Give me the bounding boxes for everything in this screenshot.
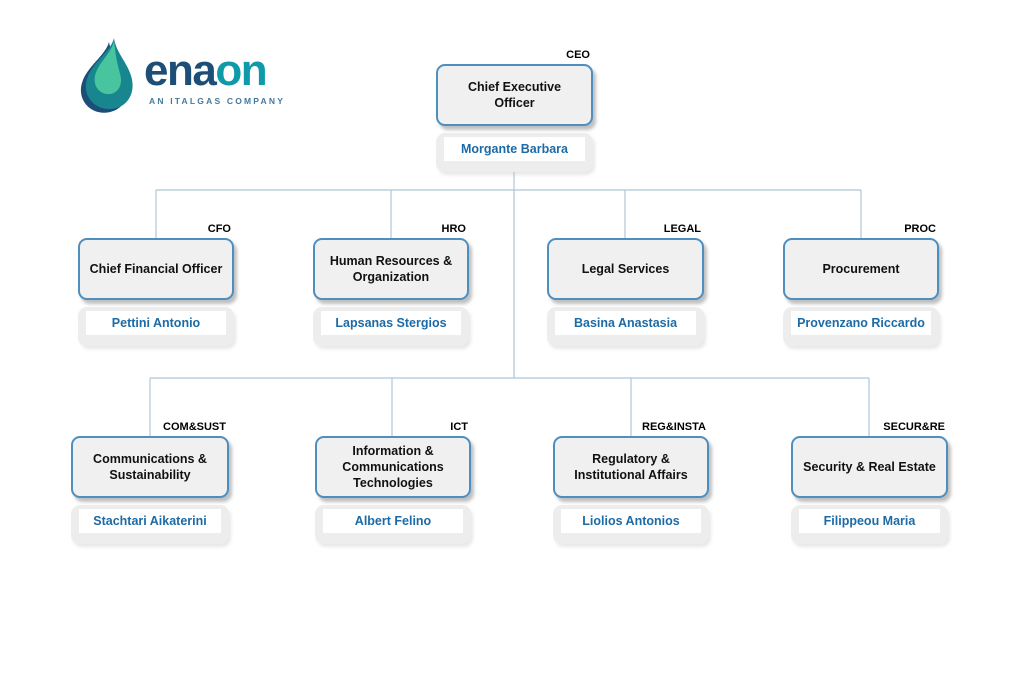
unit-code-label: LEGAL: [663, 223, 701, 235]
unit-title: Information & Communications Technologie…: [342, 443, 444, 491]
unit-name: Albert Felino: [323, 509, 463, 533]
unit-code-label: CFO: [207, 223, 231, 235]
org-unit-communications-sustainability: COM&SUST Communications & Sustainability…: [71, 420, 229, 544]
unit-title-box: Legal Services: [547, 238, 704, 300]
unit-title: Security & Real Estate: [803, 459, 936, 474]
unit-name: Stachtari Aikaterini: [79, 509, 221, 533]
org-unit-legal: LEGAL Legal Services Basina Anastasia: [547, 222, 704, 346]
unit-name-plate: Albert Felino: [315, 505, 471, 544]
unit-title-box: Chief Financial Officer: [78, 238, 234, 300]
unit-name: Morgante Barbara: [444, 137, 585, 161]
unit-name-plate: Liolios Antonios: [553, 505, 709, 544]
org-unit-hro: HRO Human Resources & Organization Lapsa…: [313, 222, 469, 346]
unit-code-label: HRO: [441, 223, 466, 235]
unit-title: Communications & Sustainability: [93, 451, 207, 482]
brand-tagline: AN ITALGAS COMPANY: [149, 96, 286, 106]
org-unit-proc: PROC Procurement Provenzano Riccardo: [783, 222, 939, 346]
unit-title: Chief Financial Officer: [89, 261, 223, 276]
unit-title-box: Human Resources & Organization: [313, 238, 469, 300]
org-unit-regulatory-institutional-affairs: REG&INSTA Regulatory & Institutional Aff…: [553, 420, 709, 544]
unit-name-plate: Filippeou Maria: [791, 505, 948, 544]
unit-title-box: Procurement: [783, 238, 939, 300]
unit-title-box: Chief Executive Officer: [436, 64, 593, 126]
unit-name: Provenzano Riccardo: [791, 311, 931, 335]
unit-name: Pettini Antonio: [86, 311, 226, 335]
brand-wordmark-secondary: on: [215, 46, 267, 95]
unit-code-label: ICT: [450, 421, 468, 433]
unit-code-label: SECUR&RE: [883, 421, 945, 433]
unit-name-plate: Lapsanas Stergios: [313, 307, 469, 346]
unit-title-box: Security & Real Estate: [791, 436, 948, 498]
unit-name-plate: Morgante Barbara: [436, 133, 593, 172]
unit-name-plate: Provenzano Riccardo: [783, 307, 939, 346]
unit-title-box: Communications & Sustainability: [71, 436, 229, 498]
brand-wordmark: enaon: [144, 49, 285, 93]
org-unit-ict: ICT Information & Communications Technol…: [315, 420, 471, 544]
unit-code-label: CEO: [566, 49, 590, 61]
unit-title: Human Resources & Organization: [329, 253, 453, 284]
flame-drop-icon: [80, 38, 133, 113]
unit-title-box: Information & Communications Technologie…: [315, 436, 471, 498]
unit-title: Regulatory & Institutional Affairs: [574, 451, 688, 482]
unit-title: Legal Services: [581, 261, 670, 276]
unit-name: Liolios Antonios: [561, 509, 701, 533]
unit-name: Filippeou Maria: [799, 509, 940, 533]
org-unit-cfo: CFO Chief Financial Officer Pettini Anto…: [78, 222, 234, 346]
unit-name-plate: Basina Anastasia: [547, 307, 704, 346]
unit-name: Lapsanas Stergios: [321, 311, 461, 335]
unit-name-plate: Pettini Antonio: [78, 307, 234, 346]
unit-code-label: REG&INSTA: [642, 421, 706, 433]
unit-name: Basina Anastasia: [555, 311, 696, 335]
brand-wordmark-primary: ena: [144, 46, 217, 95]
org-unit-security-real-estate: SECUR&RE Security & Real Estate Filippeo…: [791, 420, 948, 544]
unit-title: Procurement: [822, 261, 900, 276]
unit-code-label: PROC: [904, 223, 936, 235]
unit-code-label: COM&SUST: [163, 421, 226, 433]
org-unit-ceo: CEO Chief Executive Officer Morgante Bar…: [436, 48, 593, 172]
brand-text: enaon AN ITALGAS COMPANY: [144, 49, 286, 107]
unit-name-plate: Stachtari Aikaterini: [71, 505, 229, 544]
brand-logo: enaon AN ITALGAS COMPANY: [78, 33, 285, 118]
unit-title-box: Regulatory & Institutional Affairs: [553, 436, 709, 498]
unit-title: Chief Executive Officer: [467, 79, 562, 110]
